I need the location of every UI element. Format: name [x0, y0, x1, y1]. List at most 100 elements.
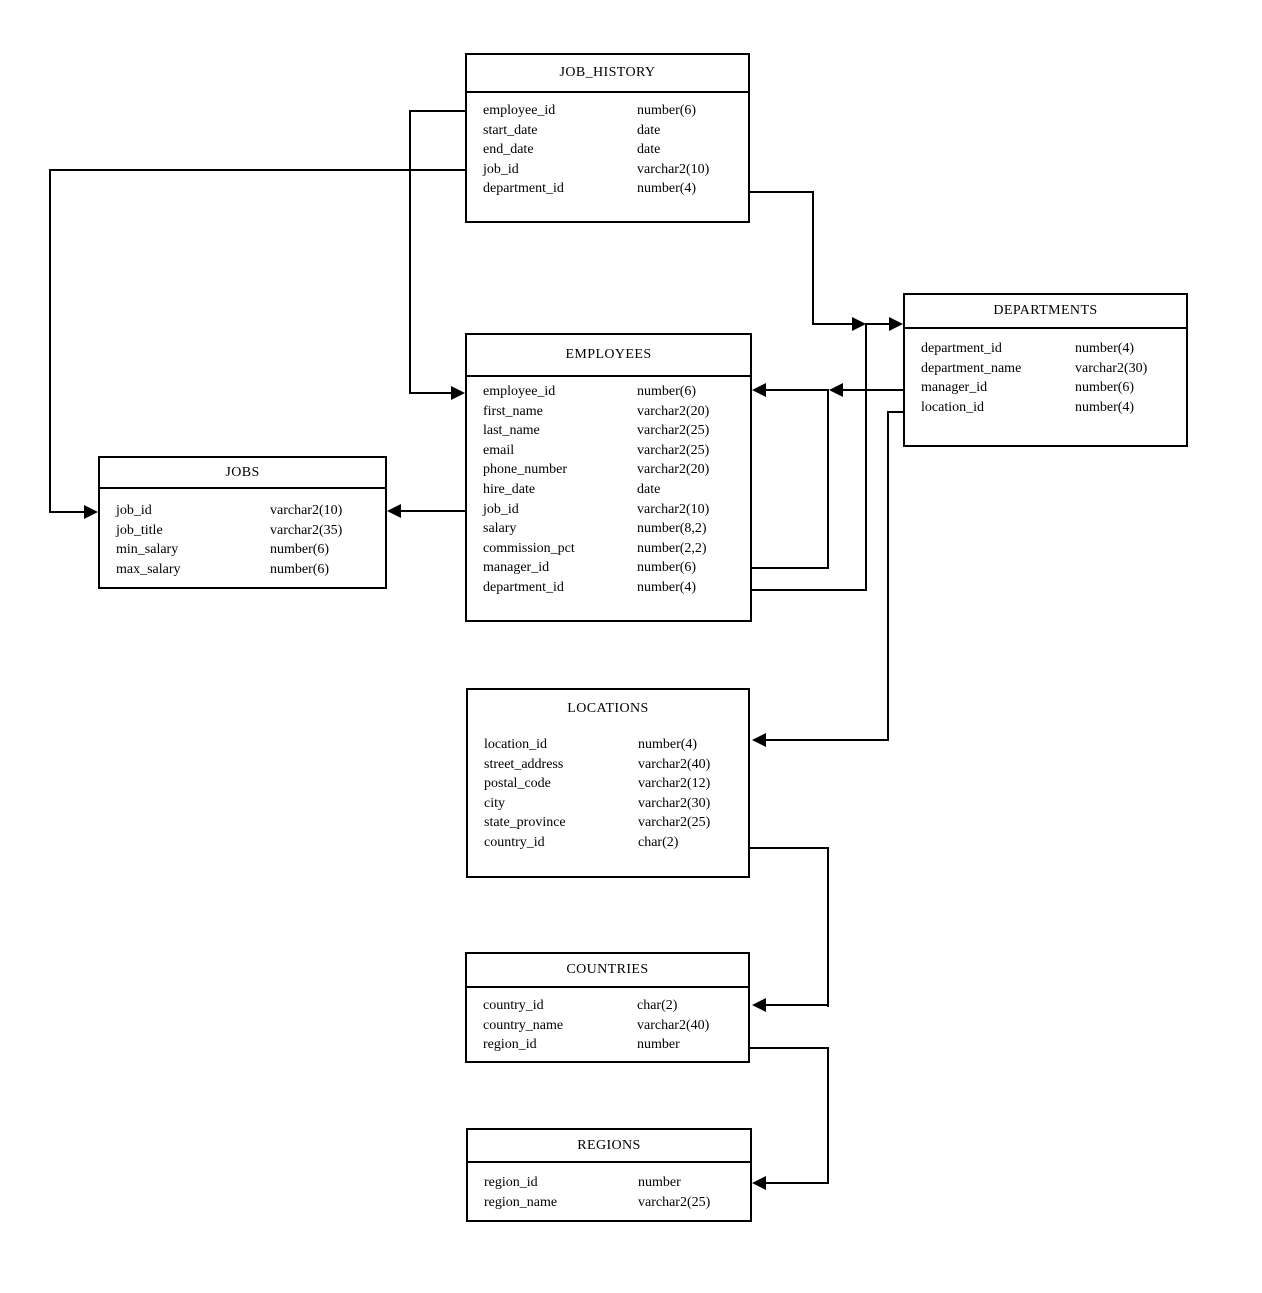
h-segment	[410, 110, 467, 112]
table-title: REGIONS	[468, 1130, 750, 1163]
column-name: city	[484, 795, 505, 811]
v-segment	[887, 411, 889, 741]
column-name: employee_id	[483, 103, 556, 118]
column-type: number(6)	[270, 542, 330, 558]
column-name: job_id	[116, 503, 152, 518]
column-row: email varchar2(25)	[467, 441, 750, 461]
column-type: number(4)	[637, 579, 697, 595]
table-title: COUNTRIES	[467, 954, 748, 988]
column-name: street_address	[484, 756, 564, 772]
column-name: employee_id	[483, 384, 556, 399]
column-type: number(6)	[270, 561, 330, 577]
column-name: salary	[483, 521, 517, 537]
column-type: varchar2(30)	[1075, 360, 1148, 376]
column-name: phone_number	[483, 462, 567, 478]
column-name: location_id	[484, 737, 547, 752]
arrowhead	[829, 383, 843, 397]
h-segment	[399, 510, 467, 512]
h-segment	[410, 392, 453, 394]
column-name: postal_code	[484, 776, 551, 792]
h-segment	[865, 323, 891, 325]
column-name: department_id	[483, 579, 564, 595]
column-type: date	[637, 481, 661, 497]
column-name: max_salary	[116, 561, 181, 577]
column-type: varchar2(10)	[637, 161, 710, 177]
column-row: street_address varchar2(40)	[468, 755, 748, 775]
column-row: department_id number(4)	[905, 339, 1186, 359]
column-name: department_id	[921, 341, 1002, 356]
v-segment	[865, 323, 867, 591]
column-row: max_salary number(6)	[100, 560, 385, 580]
column-row: department_id number(4)	[467, 578, 750, 598]
column-name: last_name	[483, 423, 540, 439]
h-segment	[764, 739, 889, 741]
arrowhead	[451, 386, 465, 400]
column-name: end_date	[483, 142, 534, 158]
column-type: varchar2(25)	[638, 1194, 711, 1210]
column-type: number(4)	[637, 181, 697, 197]
h-segment	[764, 1004, 829, 1006]
table-title: LOCATIONS	[567, 701, 649, 716]
arrowhead	[387, 504, 401, 518]
column-type: number(4)	[1075, 341, 1135, 356]
arrowhead	[752, 998, 766, 1012]
arrowhead	[852, 317, 866, 331]
column-type: char(2)	[637, 998, 678, 1013]
column-name: start_date	[483, 122, 538, 138]
column-row: salary number(8,2)	[467, 519, 750, 539]
table-title: DEPARTMENTS	[905, 295, 1186, 329]
v-segment	[49, 169, 51, 513]
column-name: min_salary	[116, 542, 179, 558]
column-name: email	[483, 442, 515, 458]
column-row: min_salary number(6)	[100, 540, 385, 560]
column-type: varchar2(40)	[638, 756, 711, 772]
table-title: JOB_HISTORY	[467, 55, 748, 93]
column-type: number(8,2)	[637, 521, 707, 537]
h-segment	[750, 1047, 829, 1049]
column-type: number(4)	[1075, 399, 1135, 415]
h-segment	[750, 191, 814, 193]
h-segment	[50, 511, 86, 513]
column-type: varchar2(30)	[638, 795, 711, 811]
column-type: varchar2(25)	[638, 815, 711, 831]
column-type: varchar2(25)	[637, 442, 710, 458]
column-name: country_name	[483, 1017, 564, 1033]
column-type: varchar2(20)	[637, 403, 710, 419]
column-name: manager_id	[483, 560, 550, 576]
h-segment	[750, 589, 867, 591]
column-type: number(2,2)	[637, 540, 707, 556]
h-segment	[50, 169, 467, 171]
column-type: number	[637, 1037, 680, 1053]
arrowhead	[889, 317, 903, 331]
v-segment	[812, 191, 814, 325]
